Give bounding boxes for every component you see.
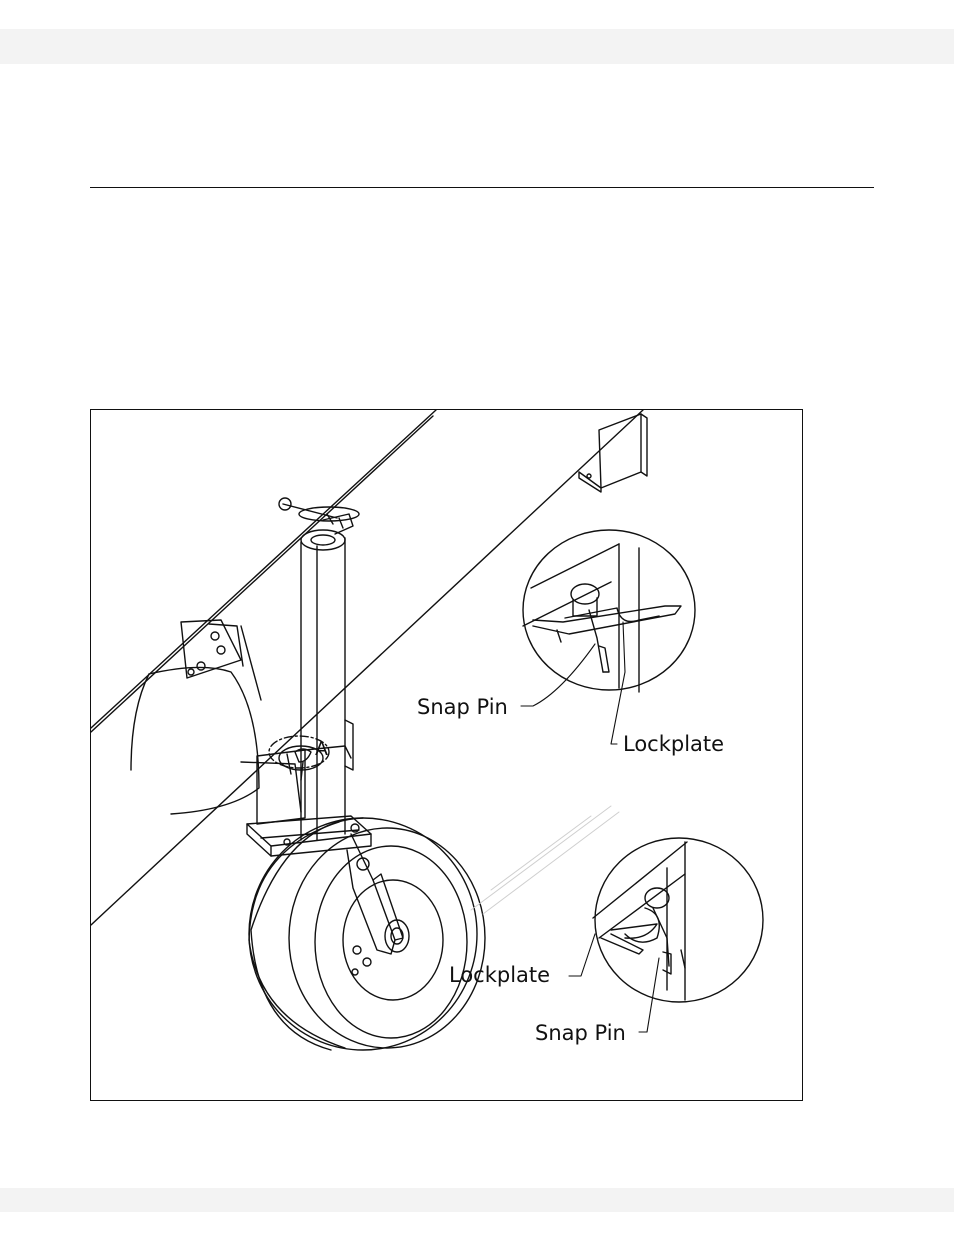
- section-divider: [90, 187, 874, 188]
- gauge-wheel-illustration: A Snap Pin Lockplate Lockplate Snap Pin: [91, 410, 801, 1099]
- snap-pin-label-upper: Snap Pin: [417, 695, 508, 719]
- assembly-figure: A Snap Pin Lockplate Lockplate Snap Pin: [90, 409, 803, 1101]
- jack-post: [279, 498, 359, 840]
- lockplate-label-lower: Lockplate: [449, 963, 550, 987]
- detail-view-lower: [593, 838, 763, 1002]
- upper-mount-bracket: [579, 414, 647, 492]
- gauge-wheel: [249, 818, 485, 1050]
- lockplate-label-upper: Lockplate: [623, 732, 724, 756]
- header-band: [0, 29, 954, 64]
- detail-view-upper: [523, 530, 695, 692]
- detail-letter-a: A: [315, 738, 328, 760]
- frame-tube: [91, 410, 643, 925]
- snap-pin-label-lower: Snap Pin: [535, 1021, 626, 1045]
- footer-band: [0, 1188, 954, 1212]
- motion-hatch: [471, 806, 619, 914]
